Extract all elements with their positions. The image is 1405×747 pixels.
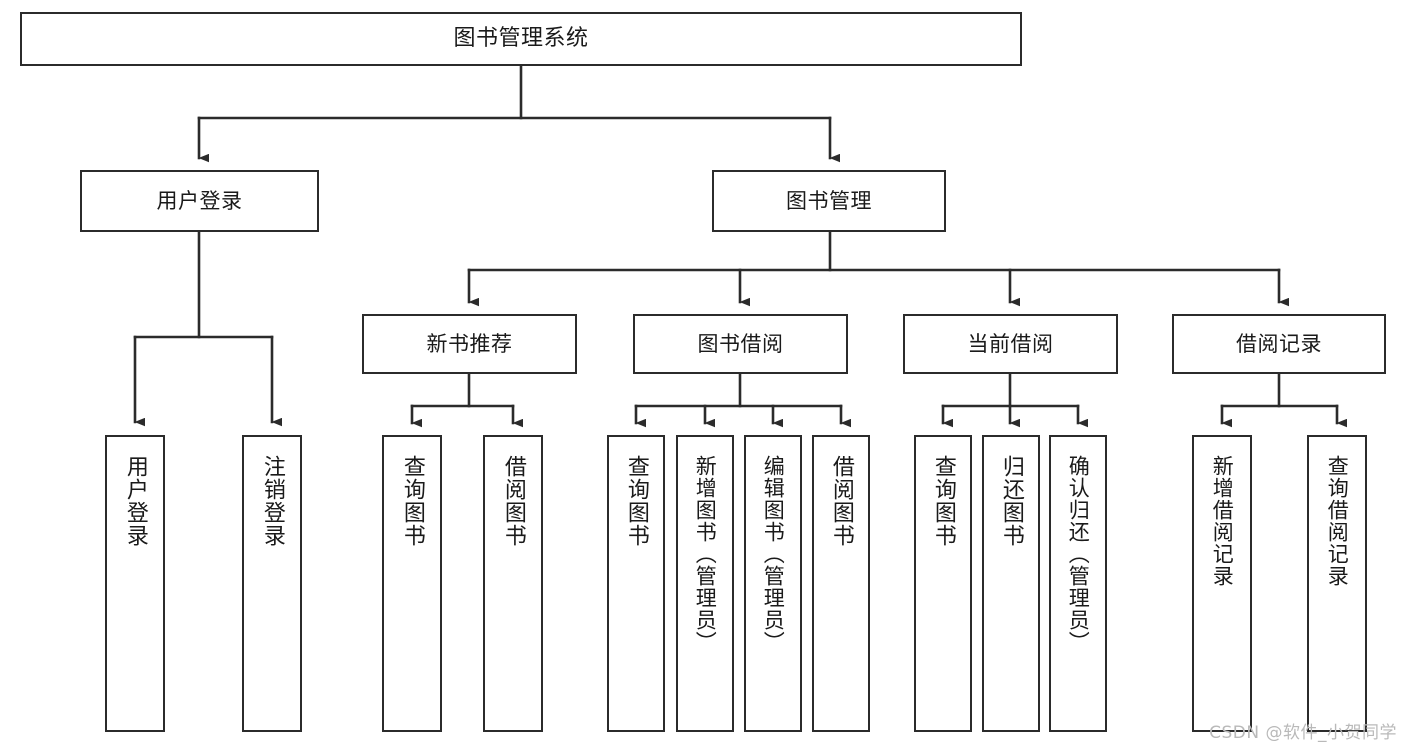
leaf-confirm-return-admin[interactable]: 确认归还（管理员） — [1049, 435, 1107, 732]
node-label: 归还图书 — [998, 455, 1024, 547]
node-label: 新增图书（管理员） — [693, 455, 718, 653]
node-label: 注销登录 — [259, 455, 285, 547]
node-label: 新书推荐 — [426, 331, 513, 356]
node-book-management[interactable]: 图书管理 — [712, 170, 946, 232]
node-label: 当前借阅 — [967, 331, 1054, 356]
leaf-add-borrow-record[interactable]: 新增借阅记录 — [1192, 435, 1252, 732]
leaf-logout[interactable]: 注销登录 — [242, 435, 302, 732]
leaf-query-book-borrow[interactable]: 查询图书 — [607, 435, 665, 732]
leaf-borrow-book-recommend[interactable]: 借阅图书 — [483, 435, 543, 732]
node-borrow-record[interactable]: 借阅记录 — [1172, 314, 1386, 374]
leaf-query-book-current[interactable]: 查询图书 — [914, 435, 972, 732]
node-label: 图书管理 — [786, 188, 872, 213]
node-label: 新增借阅记录 — [1210, 455, 1235, 587]
node-label: 编辑图书（管理员） — [761, 455, 786, 653]
node-label: 借阅图书 — [500, 455, 526, 547]
csdn-watermark: CSDN @软件_小贺同学 — [1209, 723, 1397, 743]
node-current-borrow[interactable]: 当前借阅 — [903, 314, 1118, 374]
node-label: 查询借阅记录 — [1325, 455, 1350, 587]
node-book-borrow[interactable]: 图书借阅 — [633, 314, 848, 374]
leaf-user-login[interactable]: 用户登录 — [105, 435, 165, 732]
node-new-book-recommend[interactable]: 新书推荐 — [362, 314, 577, 374]
node-label: 用户登录 — [122, 455, 148, 547]
leaf-add-book-admin[interactable]: 新增图书（管理员） — [676, 435, 734, 732]
node-label: 用户登录 — [156, 188, 243, 213]
node-label: 图书借阅 — [697, 331, 784, 356]
node-label: 查询图书 — [623, 455, 649, 547]
node-label: 查询图书 — [930, 455, 956, 547]
node-label: 查询图书 — [399, 455, 425, 547]
leaf-borrow-book[interactable]: 借阅图书 — [812, 435, 870, 732]
node-label: 确认归还（管理员） — [1066, 455, 1091, 653]
leaf-query-book-recommend[interactable]: 查询图书 — [382, 435, 442, 732]
node-root-book-management-system[interactable]: 图书管理系统 — [20, 12, 1022, 66]
node-label: 图书管理系统 — [453, 26, 589, 52]
leaf-edit-book-admin[interactable]: 编辑图书（管理员） — [744, 435, 802, 732]
node-label: 借阅图书 — [828, 455, 854, 547]
leaf-return-book[interactable]: 归还图书 — [982, 435, 1040, 732]
leaf-query-borrow-record[interactable]: 查询借阅记录 — [1307, 435, 1367, 732]
node-label: 借阅记录 — [1236, 331, 1322, 356]
node-user-login[interactable]: 用户登录 — [80, 170, 319, 232]
